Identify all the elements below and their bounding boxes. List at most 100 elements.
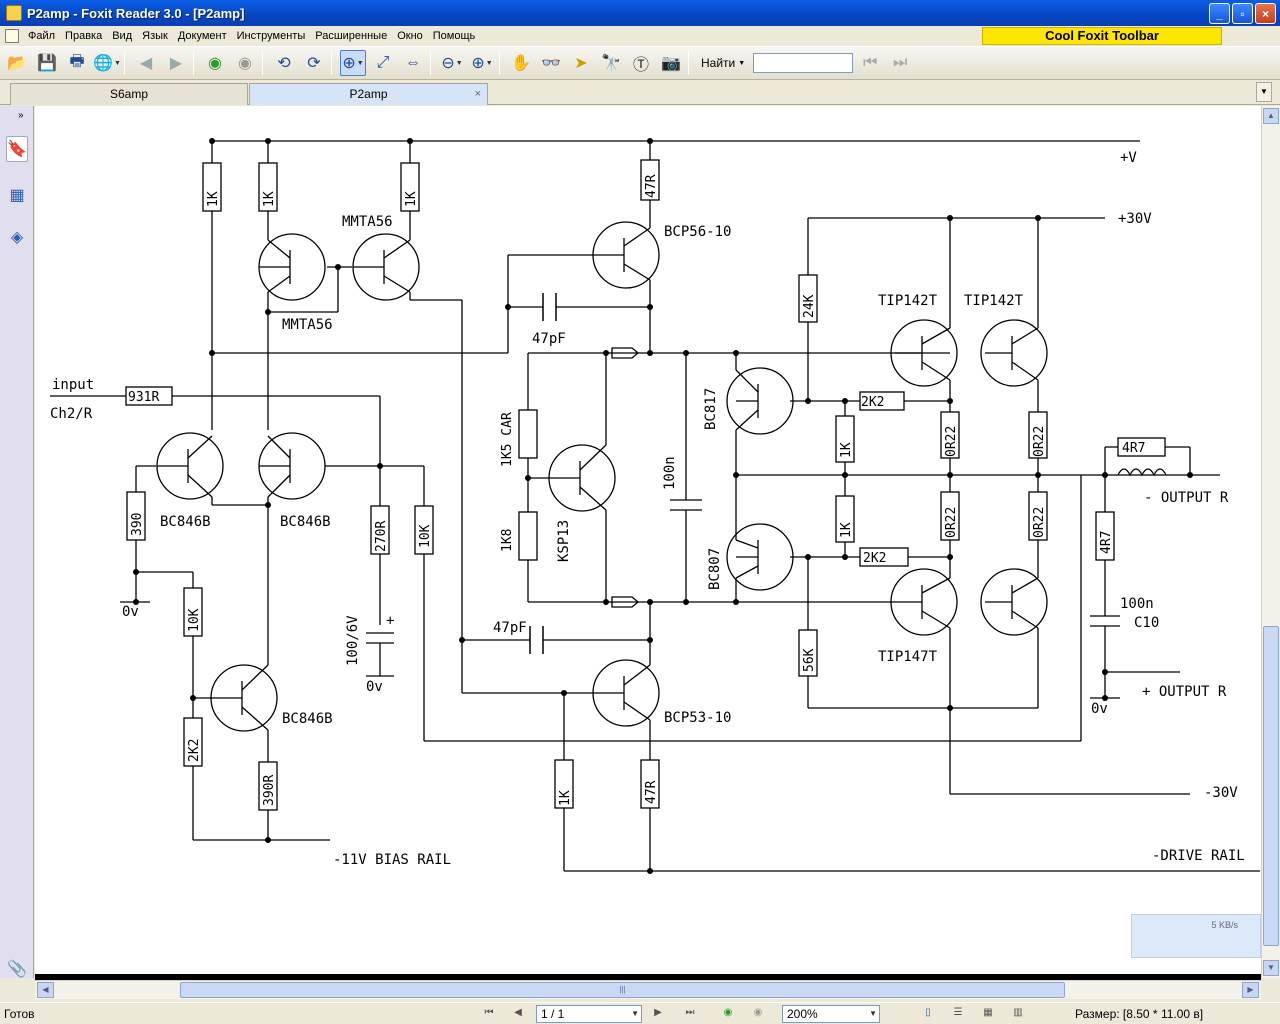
label-r10k-mid: 10K: [418, 524, 433, 548]
vertical-scrollbar[interactable]: ▲ ▼: [1261, 106, 1280, 978]
label-bc846b-1: BC846B: [160, 514, 211, 530]
first-page-icon[interactable]: ⏮: [484, 1007, 494, 1018]
menu-tools[interactable]: Инструменты: [236, 30, 306, 42]
next-page-status-icon[interactable]: ▶: [654, 1007, 662, 1018]
fit-width-icon[interactable]: ⇔: [405, 54, 421, 71]
tab-s6amp[interactable]: S6amp: [10, 83, 248, 105]
vertical-scroll-thumb[interactable]: [1263, 626, 1279, 946]
menu-file[interactable]: Файл: [28, 30, 56, 42]
rotate-left-icon[interactable]: ⟲: [277, 55, 291, 72]
schematic-drawing: +: [50, 138, 1260, 874]
web-icon[interactable]: 🌐▼: [93, 55, 121, 72]
zoom-select[interactable]: 200%▼: [782, 1005, 880, 1023]
single-page-icon[interactable]: ▯: [925, 1007, 931, 1018]
menu-advanced[interactable]: Расширенные: [315, 30, 388, 42]
page-number-input[interactable]: 1 / 1▼: [536, 1005, 642, 1023]
attachments-icon[interactable]: 📎: [7, 961, 27, 978]
scroll-down-icon[interactable]: ▼: [1263, 960, 1279, 976]
bookmarks-icon[interactable]: 🔖: [6, 136, 28, 162]
label-r1k-a: 1K: [206, 191, 221, 207]
label-ground: 0v: [122, 604, 139, 620]
cool-foxit-toolbar[interactable]: Cool Foxit Toolbar: [982, 27, 1222, 45]
close-button[interactable]: ×: [1255, 3, 1276, 24]
prev-page-status-icon[interactable]: ◀: [514, 1007, 522, 1018]
label-r270r: 270R: [374, 521, 389, 552]
back-icon[interactable]: ◉: [208, 55, 222, 72]
scroll-up-icon[interactable]: ▲: [1263, 108, 1279, 124]
label-bc846b-2: BC846B: [280, 514, 331, 530]
last-page-icon[interactable]: ⏭: [685, 1007, 695, 1018]
label-r0r22-3: 0R22: [944, 507, 959, 538]
label-r0r22-4: 0R22: [1032, 507, 1047, 538]
typewriter-glasses-icon[interactable]: 👓: [541, 55, 561, 72]
label-bc846b-3: BC846B: [282, 711, 333, 727]
tab-list-dropdown[interactable]: ▼: [1256, 82, 1272, 102]
expand-panel-icon[interactable]: »: [18, 110, 24, 121]
prev-page-icon[interactable]: ◀: [139, 55, 153, 72]
snapshot-icon[interactable]: 📷: [661, 55, 681, 72]
label-bc807: BC807: [707, 548, 723, 590]
label-r1k-low: 1K: [558, 790, 573, 806]
label-tip147t: TIP147T: [878, 649, 938, 665]
label-r4r7-v: 4R7: [1099, 531, 1114, 554]
label-minus-30v: -30V: [1204, 785, 1238, 801]
label-r390: 390: [130, 513, 145, 536]
label-c100n-mid: 100n: [662, 456, 678, 490]
title-bar: P2amp - Foxit Reader 3.0 - [P2amp] _ ▫ ×: [0, 0, 1280, 26]
menu-document[interactable]: Документ: [177, 30, 227, 42]
label-bc817: BC817: [703, 388, 719, 430]
label-c100n-out: 100n: [1120, 596, 1154, 612]
find-options-icon[interactable]: ▼: [738, 59, 746, 67]
find-next-icon[interactable]: ⏭: [892, 54, 908, 71]
menu-view[interactable]: Вид: [112, 30, 133, 42]
document-menu-icon[interactable]: [5, 29, 19, 43]
maximize-button[interactable]: ▫: [1232, 3, 1253, 24]
find-binoculars-icon[interactable]: 🔭: [601, 55, 621, 72]
menu-help[interactable]: Помощь: [432, 30, 476, 42]
text-select-icon[interactable]: Ⓣ: [632, 57, 649, 74]
pages-thumbnail-icon[interactable]: ▦: [9, 187, 25, 204]
facing-icon[interactable]: ▦: [983, 1007, 993, 1018]
scroll-left-icon[interactable]: ◀: [37, 982, 54, 998]
tab-close-icon[interactable]: ×: [474, 88, 481, 100]
forward-icon[interactable]: ◉: [238, 55, 252, 72]
rotate-right-icon[interactable]: ⟳: [307, 55, 321, 72]
label-r1k8: 1K8: [500, 529, 515, 552]
horizontal-scrollbar[interactable]: ◀ ||| ▶: [35, 980, 1261, 999]
menu-language[interactable]: Язык: [142, 30, 168, 42]
menu-edit[interactable]: Правка: [65, 30, 103, 42]
hand-tool-icon[interactable]: ✋: [511, 55, 531, 72]
label-drive-rail: -DRIVE RAIL: [1152, 848, 1245, 864]
find-input[interactable]: [753, 53, 854, 73]
zoom-in-tool-icon[interactable]: ⊕▼: [340, 50, 366, 76]
label-r1k5: 1K5 CAR: [500, 412, 515, 467]
print-icon[interactable]: 🖶: [69, 52, 85, 70]
menu-bar: Файл Правка Вид Язык Документ Инструмент…: [0, 26, 1280, 46]
find-label[interactable]: Найти: [701, 56, 736, 70]
tab-p2amp[interactable]: P2amp×: [249, 83, 488, 105]
horizontal-scroll-thumb[interactable]: |||: [180, 982, 1065, 998]
select-tool-icon[interactable]: ➤: [574, 55, 588, 72]
status-text: Готов: [4, 1007, 35, 1021]
continuous-icon[interactable]: ☰: [953, 1007, 963, 1018]
scroll-right-icon[interactable]: ▶: [1242, 982, 1259, 998]
navigation-panel: » 🔖 ▦ ◈ 📎: [0, 106, 34, 978]
next-page-icon[interactable]: ▶: [169, 55, 183, 72]
minimize-button[interactable]: _: [1209, 3, 1230, 24]
label-channel: Ch2/R: [50, 406, 93, 422]
continuous-facing-icon[interactable]: ▥: [1013, 1007, 1023, 1018]
find-prev-icon[interactable]: ⏮: [862, 54, 878, 71]
label-r390r: 390R: [262, 775, 277, 806]
zoom-out-icon[interactable]: ⊖▼: [441, 55, 463, 72]
document-viewport[interactable]: +: [35, 106, 1261, 974]
label-tip142t-1: TIP142T: [878, 293, 938, 309]
app-icon: [6, 5, 22, 21]
open-icon[interactable]: 📂: [7, 55, 27, 72]
save-icon[interactable]: 💾: [37, 55, 57, 72]
layers-icon[interactable]: ◈: [10, 229, 24, 246]
back-status-icon[interactable]: ◉: [723, 1007, 733, 1018]
forward-status-icon[interactable]: ◉: [753, 1007, 763, 1018]
zoom-in-icon[interactable]: ⊕▼: [471, 55, 493, 72]
menu-window[interactable]: Окно: [397, 30, 423, 42]
fit-page-icon[interactable]: ⤢: [376, 54, 390, 71]
